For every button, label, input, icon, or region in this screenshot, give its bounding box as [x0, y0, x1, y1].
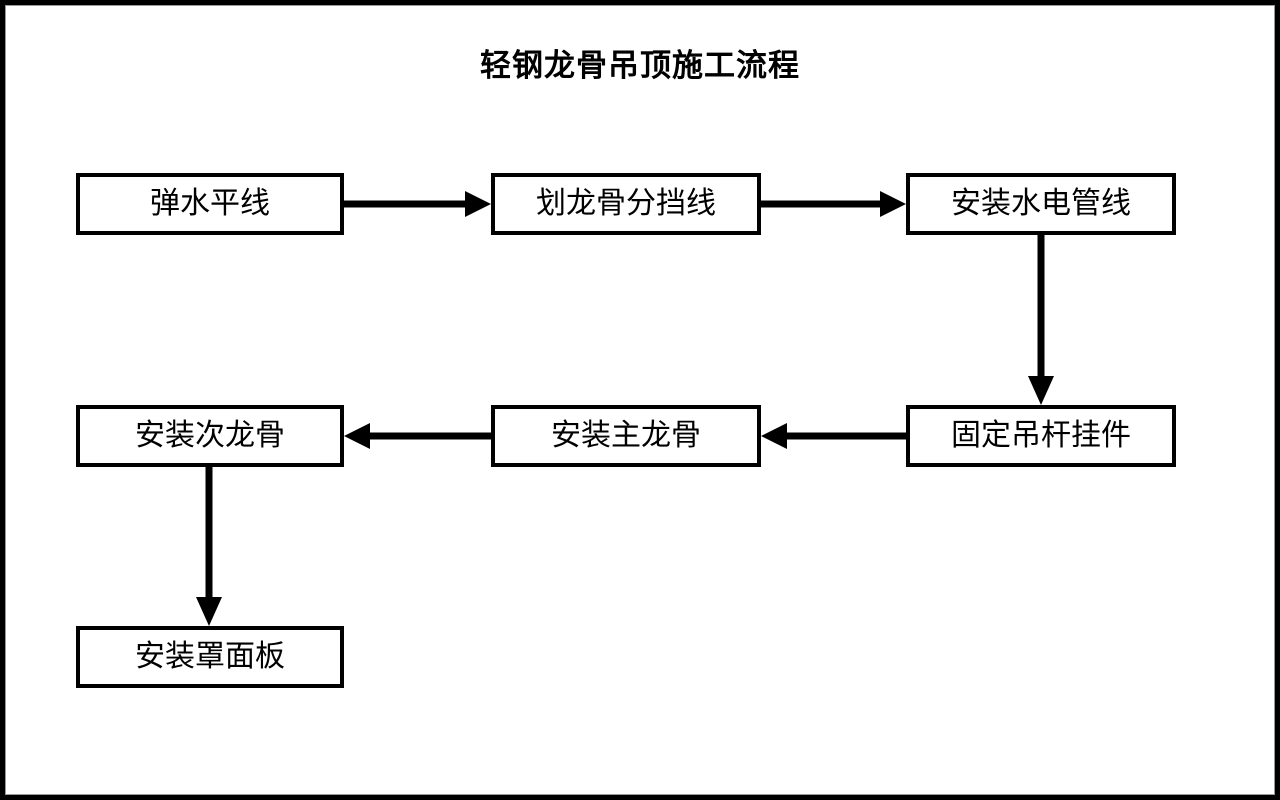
- flow-node-gudingdiaoganguajian[interactable]: 固定吊杆挂件: [906, 405, 1176, 467]
- flow-node-anzhuangcilonggu[interactable]: 安装次龙骨: [76, 405, 344, 467]
- page-title: 轻钢龙骨吊顶施工流程: [480, 48, 800, 83]
- flow-node-anzhuangzhaomianban[interactable]: 安装罩面板: [76, 626, 344, 688]
- arrow-connector-anzhuangcilonggu-to-anzhuangzhaomianban: [196, 467, 222, 626]
- flow-node-anzhuangshuidianguanxian[interactable]: 安装水电管线: [906, 173, 1176, 235]
- flow-node-danshuipingxian[interactable]: 弹水平线: [76, 173, 344, 235]
- flow-node-hualonggufendangxian[interactable]: 划龙骨分挡线: [491, 173, 761, 235]
- arrow-connector-anzhuangzhulonggu-to-anzhuangcilonggu: [344, 423, 491, 449]
- arrow-connector-hualonggufendangxian-to-anzhuangshuidianguanxian: [761, 191, 906, 217]
- arrow-connector-anzhuangshuidianguanxian-to-gudingdiaoganguajian: [1028, 235, 1054, 405]
- arrow-connector-gudingdiaoganguajian-to-anzhuangzhulonggu: [761, 423, 906, 449]
- flow-node-anzhuangzhulonggu[interactable]: 安装主龙骨: [491, 405, 761, 467]
- arrow-connector-danshuipingxian-to-hualonggufendangxian: [344, 191, 491, 217]
